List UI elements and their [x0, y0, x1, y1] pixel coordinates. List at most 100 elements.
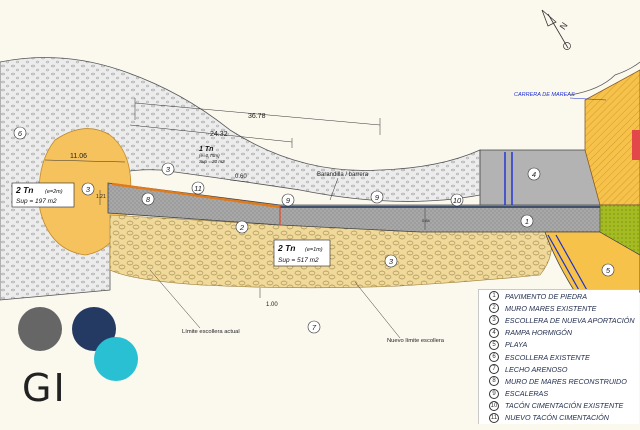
blue-edge-2: [555, 234, 589, 293]
marker-8: 8: [141, 192, 155, 206]
legend-item: 4 RAMPA HORMIGÓN: [479, 327, 639, 339]
gi-logo: [18, 307, 138, 381]
dim-1-00: 1.00: [266, 302, 278, 308]
legend-panel: 1 PAVIMENTO DE PIEDRA 2 MURO MARES EXISTENT…: [478, 289, 639, 425]
marker-1: 1: [520, 214, 534, 228]
svg-text:7: 7: [312, 323, 317, 332]
marker-9: 9: [281, 193, 295, 207]
existing-rock-area: [0, 57, 481, 301]
legend-item: 11 NUEVO TACÓN CIMENTACIÓN: [479, 412, 639, 424]
logo-grey-circle: [18, 307, 62, 351]
svg-text:11: 11: [194, 184, 202, 193]
callout-a-sub: (e=2m): [45, 189, 63, 195]
svg-text:2: 2: [239, 223, 245, 232]
barandilla-label: Barandilla / barrera: [317, 172, 369, 178]
north-letter: N: [558, 20, 570, 31]
legend-number: 5: [489, 339, 499, 350]
playa-lower: [544, 231, 640, 293]
svg-text:5: 5: [606, 266, 611, 275]
callout-a: 2 Tn (e=2m) Sup = 197 m2: [11, 182, 75, 208]
green-area: [599, 204, 640, 256]
callout-c: 2 Tn (e=1m) Sup = 517 m2: [273, 239, 331, 267]
marker-11: 11: [191, 181, 205, 195]
svg-text:3: 3: [86, 185, 91, 194]
callout-b: 1 Tn (e=0,75m) Sup = 20 m2: [199, 146, 225, 164]
callout-b-title: 1 Tn: [199, 146, 213, 153]
dim-11-06: 11.06: [70, 153, 87, 160]
callout-c-title: 2 Tn: [277, 243, 295, 253]
legend-item: 8 MURO DE MARES RECONSTRUIDO: [479, 375, 639, 387]
legend-item: 2 MURO MARES EXISTENTE: [479, 302, 639, 314]
marker-10: 10: [450, 193, 464, 207]
legend-number: 4: [489, 327, 499, 338]
legend-number: 6: [489, 352, 499, 363]
legend-item: 3 ESCOLLERA DE NUEVA APORTACIÓN: [479, 314, 639, 326]
legend-number: 11: [489, 412, 499, 423]
dimensions: [44, 98, 426, 298]
red-element: [632, 130, 640, 160]
svg-text:9: 9: [375, 193, 380, 202]
svg-text:4: 4: [532, 170, 536, 179]
legend-item: 10 TACÓN CIMENTACIÓN EXISTENTE: [479, 400, 639, 412]
legend-number: 10: [489, 400, 499, 411]
marker-9: 9: [370, 190, 384, 204]
legend-text: RAMPA HORMIGÓN: [505, 328, 573, 338]
callout-a-title: 2 Tn: [15, 185, 33, 195]
legend-text: ESCOLLERA EXISTENTE: [505, 352, 590, 362]
nuevo-limite-leader: [354, 281, 401, 339]
svg-text:1: 1: [525, 217, 529, 226]
legend-item: 1 PAVIMENTO DE PIEDRA: [479, 290, 639, 302]
marker-4: 4: [527, 167, 541, 181]
dim-0-60: 0.60: [235, 174, 247, 180]
north-arrow: N: [541, 9, 571, 50]
legend-number: 1: [489, 291, 499, 302]
callout-c-sub: (e=1m): [305, 247, 323, 253]
legend-text: NUEVO TACÓN CIMENTACIÓN: [505, 413, 609, 423]
legend-text: MURO DE MARES RECONSTRUIDO: [505, 376, 627, 386]
logo-text: GI: [22, 366, 67, 410]
coastline-right: [569, 61, 640, 96]
legend-number: 7: [489, 364, 499, 375]
carrera-leader: [569, 97, 607, 101]
legend-text: ESCOLLERA DE NUEVA APORTACIÓN: [505, 315, 635, 325]
callout-b-sub: (e=0,75m): [199, 153, 220, 158]
limite-actual-leader: [149, 269, 201, 329]
legend-text: ESCALERAS: [505, 389, 549, 399]
carrera-label: CARRERA DE MAREAS: [514, 92, 575, 98]
marker-5: 5: [601, 263, 615, 277]
legend-number: 3: [489, 315, 499, 326]
svg-text:3: 3: [166, 165, 171, 174]
dim-0-84: 0.84: [422, 218, 431, 223]
rampa-area: [479, 149, 601, 206]
svg-text:10: 10: [453, 196, 462, 205]
callout-a-sup: Sup = 197 m2: [16, 198, 57, 205]
legend-item: 9 ESCALERAS: [479, 388, 639, 400]
callout-b-sup: Sup = 20 m2: [199, 159, 225, 164]
legend-text: TACÓN CIMENTACIÓN EXISTENTE: [505, 401, 624, 411]
svg-text:3: 3: [389, 257, 394, 266]
blue-edge-1: [547, 234, 581, 293]
svg-text:6: 6: [18, 129, 23, 138]
marker-7: 7: [307, 320, 321, 334]
barandilla-leader: [329, 177, 339, 201]
legend-number: 9: [489, 388, 499, 399]
legend-text: PAVIMENTO DE PIEDRA: [505, 291, 588, 301]
legend-text: MURO MARES EXISTENTE: [505, 303, 597, 313]
dim-36-78: 36.78: [248, 113, 266, 120]
legend-number: 2: [489, 303, 499, 314]
svg-text:8: 8: [146, 195, 151, 204]
svg-text:9: 9: [286, 196, 291, 205]
rebuilt-wall: [111, 182, 281, 209]
marker-6: 6: [13, 126, 27, 140]
marker-3: 3: [384, 254, 398, 268]
marker-3: 3: [161, 162, 175, 176]
legend-number: 8: [489, 376, 499, 387]
limite-actual-label: Límite escollera actual: [182, 329, 240, 335]
dim-24-32: 24.32: [210, 131, 228, 138]
marker-2: 2: [235, 220, 249, 234]
legend-text: PLAYA: [505, 340, 528, 350]
marker-3: 3: [81, 182, 95, 196]
